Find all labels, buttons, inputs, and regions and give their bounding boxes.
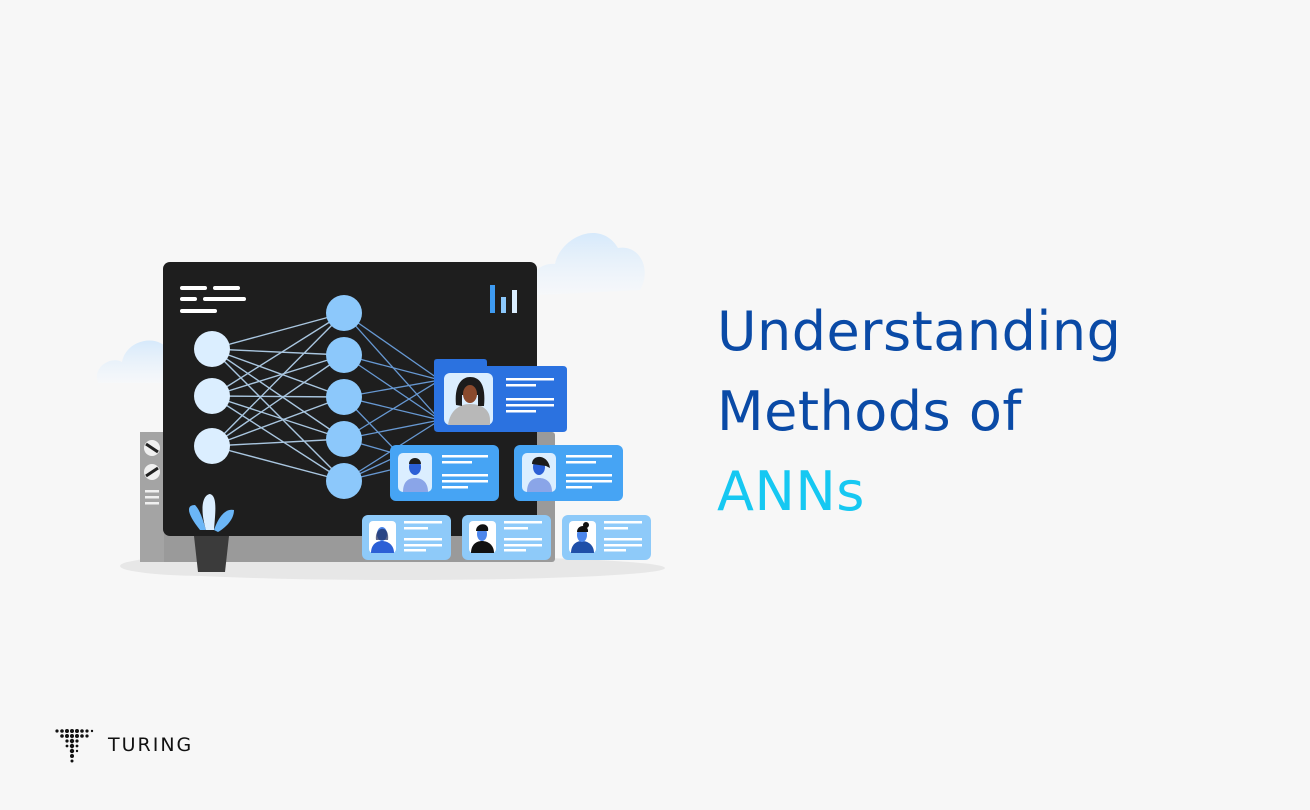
- hidden-node: [326, 337, 362, 373]
- plant-icon: [188, 494, 234, 572]
- profile-card: [562, 515, 651, 560]
- hidden-node: [326, 421, 362, 457]
- title-line-2: Methods of: [717, 380, 1022, 443]
- hidden-layer: [326, 295, 362, 499]
- profile-card: [390, 445, 499, 501]
- title-line-1: Understanding: [717, 300, 1122, 363]
- input-node: [194, 428, 230, 464]
- text-lines-icon: [180, 286, 246, 313]
- input-node: [194, 378, 230, 414]
- avatar-icon: [527, 456, 552, 492]
- input-layer: [194, 331, 230, 464]
- avatar-icon: [571, 522, 594, 553]
- brand-name: TURING: [108, 734, 194, 756]
- avatar-icon: [403, 458, 428, 492]
- profile-card: [434, 359, 567, 432]
- profile-card: [514, 445, 623, 501]
- avatar-icon: [371, 527, 394, 553]
- profile-card: [362, 515, 451, 560]
- hidden-node: [326, 463, 362, 499]
- bar-chart-icon: [490, 285, 517, 313]
- dotted-t-logo-icon: [55, 729, 94, 763]
- input-node: [194, 331, 230, 367]
- hidden-node: [326, 379, 362, 415]
- neural-network-illustration: [96, 232, 665, 580]
- hidden-node: [326, 295, 362, 331]
- network-connections: [211, 312, 345, 482]
- brand-logo: TURING: [54, 727, 193, 763]
- title-line-3: ANNs: [717, 460, 865, 523]
- page-title: Understanding Methods of ANNs: [717, 292, 1121, 532]
- cloud-icon: [529, 232, 645, 295]
- avatar-icon: [471, 524, 494, 553]
- avatar-icon: [448, 377, 490, 425]
- profile-card: [462, 515, 551, 560]
